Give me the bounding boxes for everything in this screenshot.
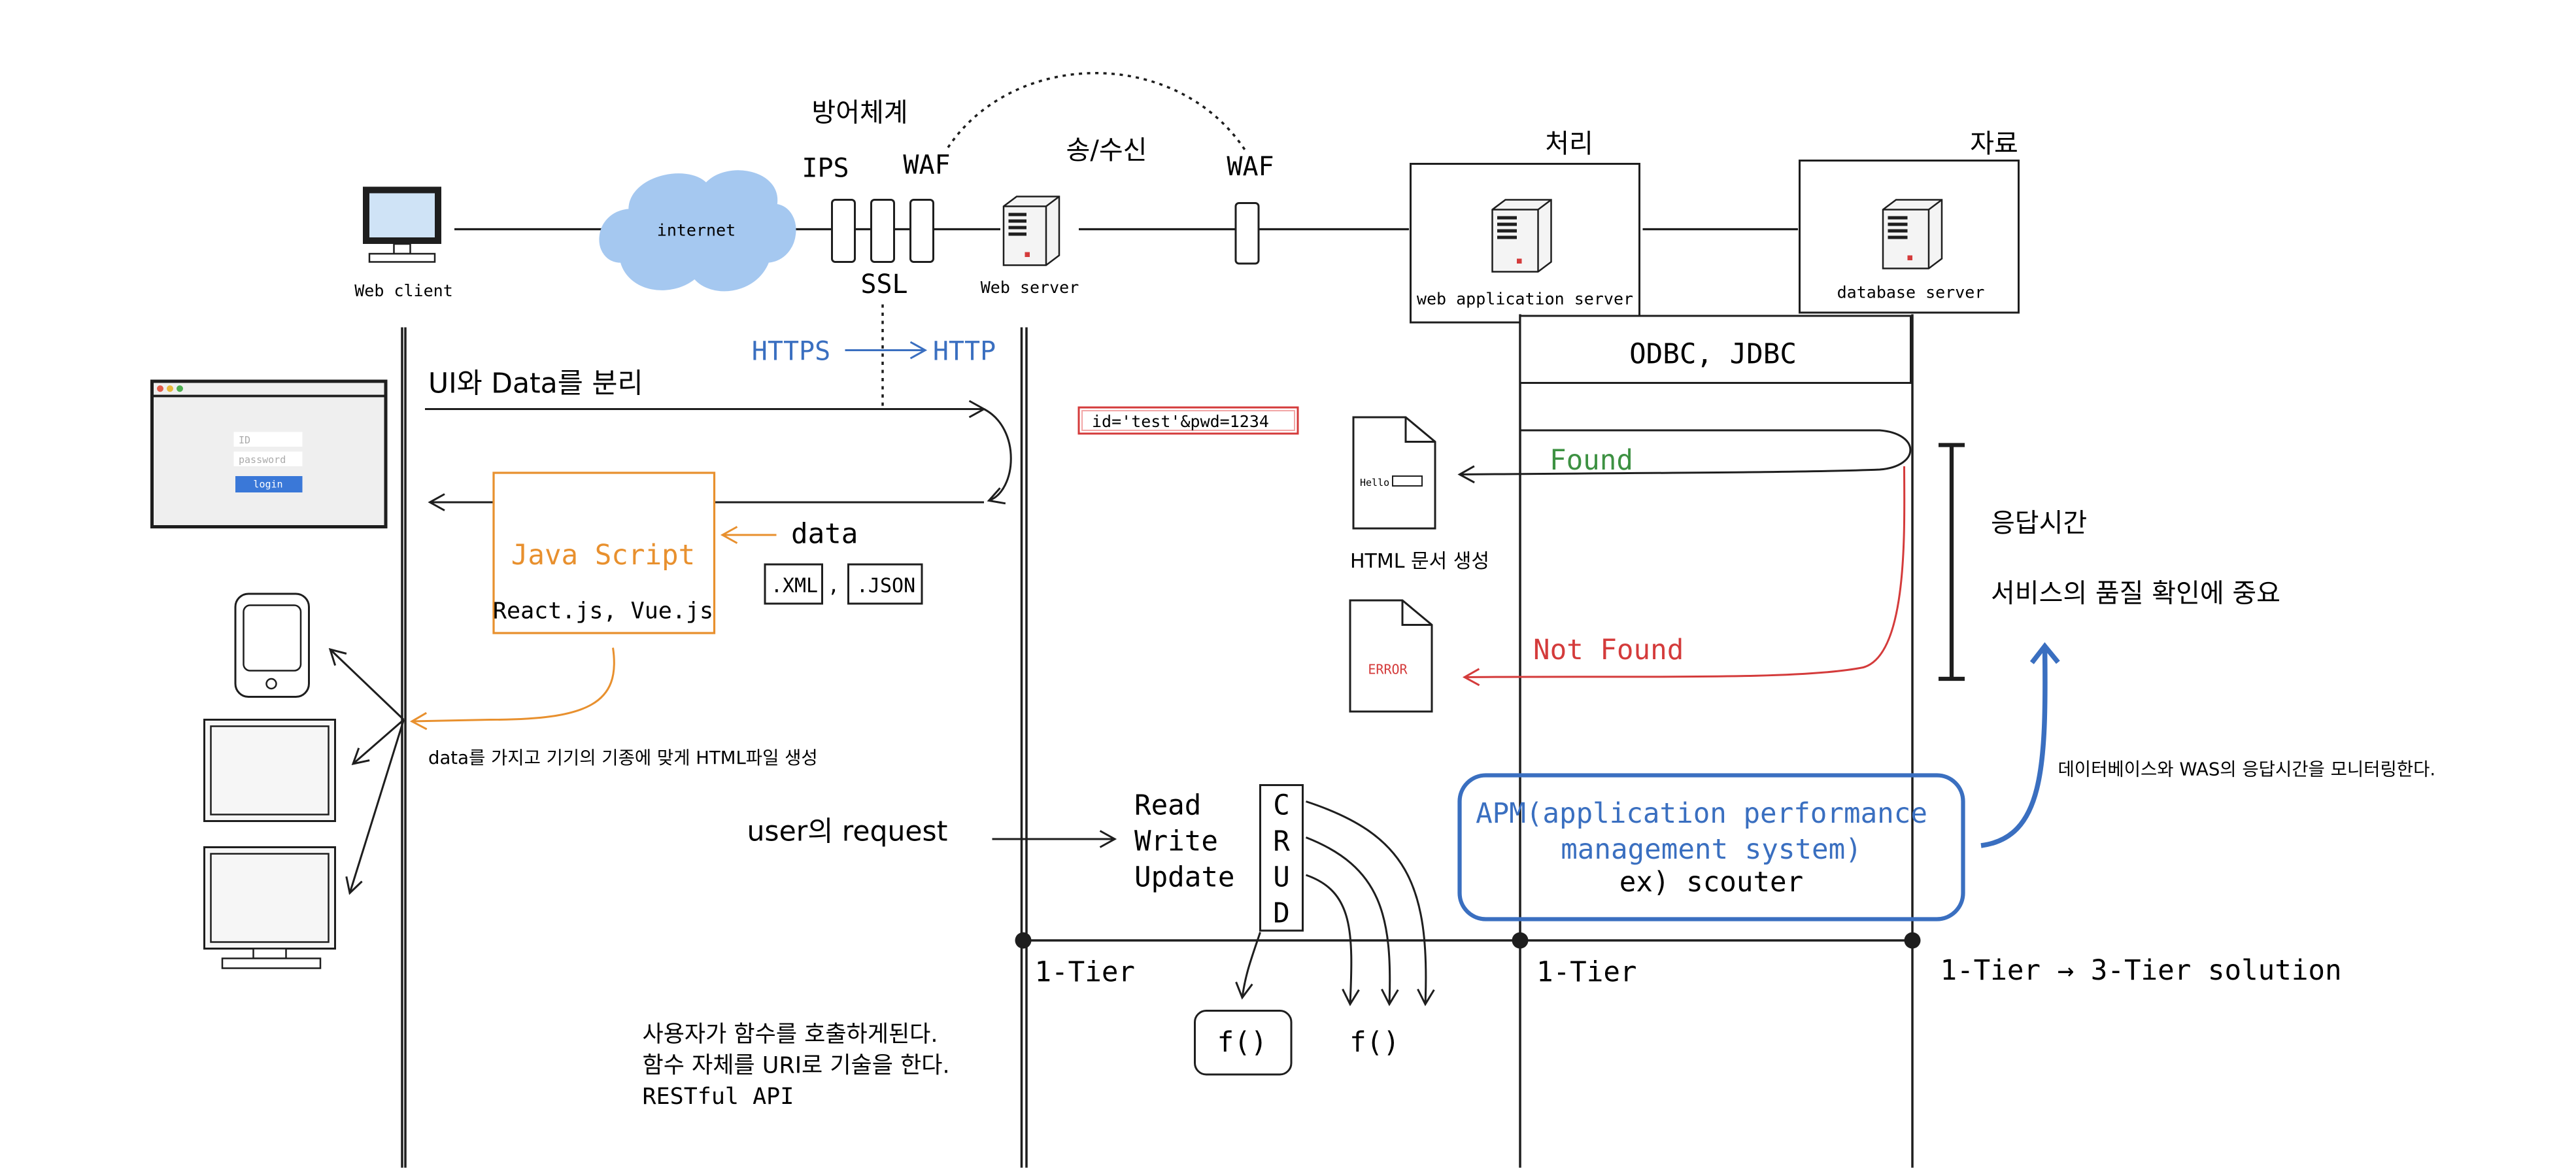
hello-label: Hello xyxy=(1360,477,1389,489)
not-found-label: Not Found xyxy=(1533,634,1684,666)
login-button[interactable]: login xyxy=(253,479,282,490)
internet-cloud-icon xyxy=(599,170,796,292)
error-document-icon xyxy=(1349,599,1433,713)
ui-data-separation-label: UI와 Data를 분리 xyxy=(428,368,643,400)
function-label-2: f() xyxy=(1349,1027,1400,1059)
waf-connection-arc xyxy=(947,72,1247,152)
tablet-icon xyxy=(234,593,310,698)
crud-c: C xyxy=(1273,790,1290,822)
desktop-monitor-icon xyxy=(203,846,336,969)
javascript-box xyxy=(492,472,716,634)
crud-function-arrows xyxy=(1235,800,1435,1006)
user-request-label: user의 request xyxy=(747,816,948,848)
firewall-devices xyxy=(831,199,1260,265)
ips-label: IPS xyxy=(802,154,849,184)
error-label: ERROR xyxy=(1368,662,1408,678)
crud-r: R xyxy=(1273,826,1290,858)
tier-node-3 xyxy=(1904,932,1921,949)
odbc-jdbc-box xyxy=(1519,315,1912,384)
tier-solution-label: 1-Tier → 3-Tier solution xyxy=(1940,955,2342,987)
https-label: HTTPS xyxy=(752,337,830,367)
crud-d: D xyxy=(1273,898,1290,930)
db-server-label: database server xyxy=(1837,283,1985,302)
tier-node-2 xyxy=(1512,932,1529,949)
query-string-label: id='test'&pwd=1234 xyxy=(1092,412,1269,431)
tier-label-1: 1-Tier xyxy=(1035,957,1136,989)
note-line-1: 사용자가 함수를 호출하게된다. xyxy=(643,1022,938,1048)
waf-label-2: WAF xyxy=(1227,152,1274,182)
html-document-label: HTML 문서 생성 xyxy=(1350,550,1489,573)
login-id-field[interactable]: ID xyxy=(239,434,250,446)
internet-label: internet xyxy=(657,221,736,240)
response-time-bracket xyxy=(1939,443,1965,681)
data-store-label: 자료 xyxy=(1970,129,2018,159)
laptop-icon xyxy=(203,719,336,822)
was-label: web application server xyxy=(1417,290,1633,309)
odbc-jdbc-label: ODBC, JDBC xyxy=(1629,339,1797,371)
was-server-icon xyxy=(1491,199,1552,273)
function-box xyxy=(1194,1010,1293,1076)
tier-label-2: 1-Tier xyxy=(1536,957,1637,989)
query-string-box xyxy=(1077,406,1299,435)
send-receive-label: 송/수신 xyxy=(1066,135,1147,165)
data-label: data xyxy=(791,519,858,551)
tier-node-1 xyxy=(1015,932,1032,949)
json-box xyxy=(847,563,923,605)
monitor-note: 데이터베이스와 WAS의 응답시간을 모니터링한다. xyxy=(2058,759,2436,780)
web-client-monitor-icon xyxy=(363,186,441,263)
found-arrow xyxy=(1457,429,1912,484)
js-to-devices-arrow xyxy=(409,647,615,730)
html-document-icon xyxy=(1352,416,1436,530)
json-label: .JSON xyxy=(856,575,915,598)
update-label: Update xyxy=(1134,862,1235,894)
xml-box xyxy=(764,563,823,605)
response-time-label: 응답시간 xyxy=(1991,508,2087,538)
javascript-label: Java Script xyxy=(511,540,695,572)
browser-login-window xyxy=(150,379,388,528)
device-html-note: data를 가지고 기기의 기종에 맞게 HTML파일 생성 xyxy=(428,747,818,768)
read-label: Read xyxy=(1134,790,1201,822)
login-password-field[interactable]: password xyxy=(239,454,286,466)
note-line-3: RESTful API xyxy=(643,1084,794,1110)
found-label: Found xyxy=(1550,445,1633,477)
apm-box xyxy=(1457,773,1965,921)
crud-u: U xyxy=(1273,862,1290,894)
xml-label: .XML xyxy=(771,575,818,598)
write-label: Write xyxy=(1134,826,1218,858)
service-quality-label: 서비스의 품질 확인에 중요 xyxy=(1991,579,2280,609)
apm-line3: ex) scouter xyxy=(1619,867,1803,899)
ssl-label: SSL xyxy=(860,269,907,300)
frameworks-label: React.js, Vue.js xyxy=(493,598,713,625)
tier-vertical-lines xyxy=(401,314,1914,1168)
loopback-curve xyxy=(983,408,1012,505)
device-arrows xyxy=(328,647,405,895)
web-server-icon xyxy=(1002,196,1060,266)
web-server-label: Web server xyxy=(981,278,1079,297)
apm-line1: APM(application performance xyxy=(1476,798,1927,830)
apm-monitor-arrow xyxy=(1980,642,2060,848)
defense-system-label: 방어체계 xyxy=(811,98,907,128)
not-found-arrow xyxy=(1462,466,1906,687)
comma-label: , xyxy=(828,575,839,598)
note-line-2: 함수 자체를 URI로 기술을 한다. xyxy=(643,1053,950,1079)
crud-box xyxy=(1259,784,1304,932)
function-label-1: f() xyxy=(1217,1027,1268,1059)
db-server-icon xyxy=(1882,199,1943,269)
web-client-label: Web client xyxy=(354,281,453,300)
apm-line2: management system) xyxy=(1561,834,1862,866)
process-label: 처리 xyxy=(1545,129,1593,159)
http-label: HTTP xyxy=(933,337,996,367)
waf-label-1: WAF xyxy=(903,150,950,180)
